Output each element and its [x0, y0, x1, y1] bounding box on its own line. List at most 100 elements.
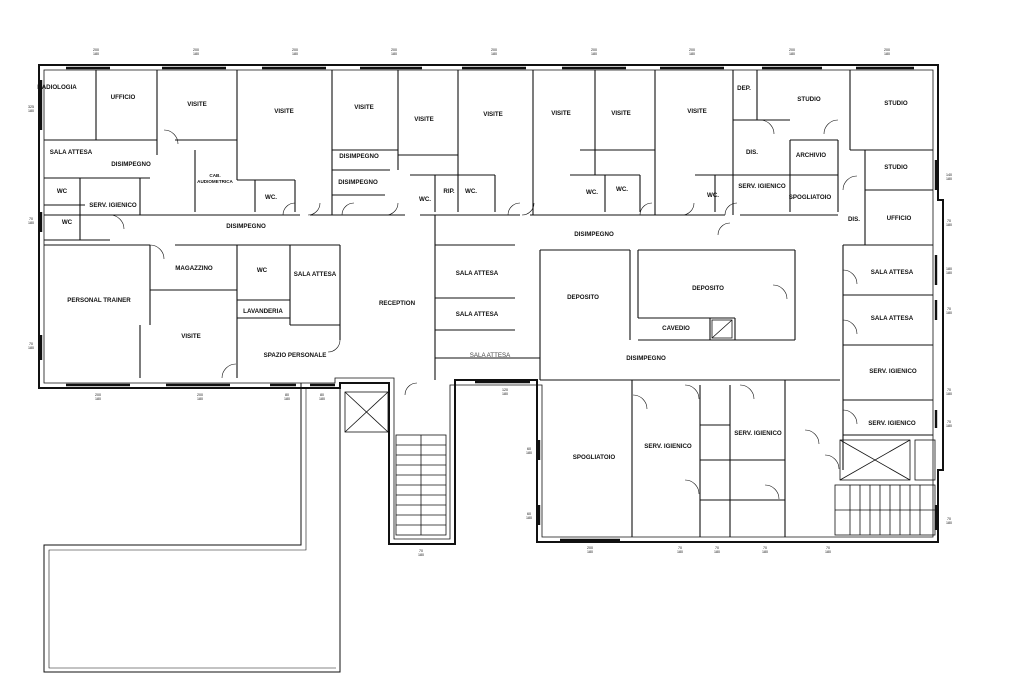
dim-tag: 180: [418, 553, 424, 557]
label-personal-trainer: PERSONAL TRAINER: [67, 297, 131, 304]
dim-tag: 70: [947, 420, 951, 424]
label-wc-9: WC: [257, 267, 268, 274]
label-radiologia: RADIOLOGIA: [37, 84, 77, 91]
dim-tag: 180: [946, 177, 952, 181]
label-sala-attesa-4: SALA ATTESA: [871, 269, 914, 276]
dim-tag: 60: [527, 447, 531, 451]
dim-tags-side: 325 180 70 180 70 180 140 180 70 180 180…: [28, 105, 952, 525]
dim-tag: 180: [789, 52, 795, 56]
dim-tag: 180: [677, 550, 683, 554]
label-serv-igienico-4: SERV. IGIENICO: [868, 420, 916, 427]
partitions-top: [44, 70, 933, 246]
label-disimpegno-1: DISIMPEGNO: [111, 161, 151, 168]
dim-tag: 200: [689, 48, 695, 52]
dim-tag: 200: [789, 48, 795, 52]
label-sala-attesa-2: SALA ATTESA: [294, 271, 337, 278]
label-serv-igienico-2: SERV. IGIENICO: [738, 183, 786, 190]
label-sala-attesa-5: SALA ATTESA: [456, 311, 499, 318]
dim-tag: 180: [292, 52, 298, 56]
dim-tag: 180: [193, 52, 199, 56]
label-rip: RIP.: [443, 188, 455, 195]
walls: [38, 64, 944, 673]
label-visite-9: VISITE: [181, 333, 201, 340]
label-visite-3: VISITE: [354, 104, 374, 111]
dim-tag: 180: [93, 52, 99, 56]
dim-tag: 180: [197, 397, 203, 401]
label-studio-1: STUDIO: [797, 96, 821, 103]
dim-tag: 180: [284, 397, 290, 401]
label-dis-2: DIS.: [848, 216, 860, 223]
label-deposito-1: DEPOSITO: [567, 294, 599, 301]
label-magazzino: MAGAZZINO: [175, 265, 213, 272]
label-wc-6: WC.: [586, 189, 598, 196]
label-cavedio: CAVEDIO: [662, 325, 690, 332]
dim-tag: 180: [946, 521, 952, 525]
dim-tag: 180: [491, 52, 497, 56]
dim-tag: 180: [762, 550, 768, 554]
label-spogliatoio-1: SPOGLIATOIO: [789, 194, 832, 201]
label-serv-igienico-3: SERV. IGIENICO: [869, 368, 917, 375]
label-reception: RECEPTION: [379, 300, 416, 307]
dim-tag: 200: [193, 48, 199, 52]
label-serv-igienico-5: SERV. IGIENICO: [644, 443, 692, 450]
label-cab-audiometrica: CAB.: [209, 173, 220, 178]
label-spazio-personale: SPAZIO PERSONALE: [264, 352, 327, 359]
dim-tag: 180: [591, 52, 597, 56]
dim-tag: 180: [502, 392, 508, 396]
label-serv-igienico-1: SERV. IGIENICO: [89, 202, 137, 209]
label-studio-3: STUDIO: [884, 164, 908, 171]
label-sala-attesa-6: SALA ATTESA: [871, 315, 914, 322]
dim-tag: 180: [319, 397, 325, 401]
label-disimpegno-4: DISIMPEGNO: [226, 223, 266, 230]
dim-tag: 200: [884, 48, 890, 52]
dim-tag: 200: [95, 393, 101, 397]
dim-tag: 70: [715, 546, 719, 550]
label-disimpegno-2: DISIMPEGNO: [339, 153, 379, 160]
annex-outline: [43, 383, 341, 673]
label-wc-5: WC.: [465, 188, 477, 195]
dim-tag: 70: [678, 546, 682, 550]
dim-tag: 140: [946, 173, 952, 177]
dim-tags-top: 200 180 200 180 200 180 200 180 200 180 …: [93, 48, 890, 56]
dim-tag: 200: [292, 48, 298, 52]
label-dep: DEP.: [737, 85, 751, 92]
cavedio-box: [711, 319, 733, 339]
label-wc-4: WC.: [419, 196, 431, 203]
label-spogliatoio-2: SPOGLIATOIO: [573, 454, 616, 461]
label-sala-attesa-3: SALA ATTESA: [456, 270, 499, 277]
dim-tag: 180: [28, 221, 34, 225]
label-dis-1: DIS.: [746, 149, 758, 156]
label-ufficio-2: UFFICIO: [887, 215, 912, 222]
dim-tag: 180: [946, 267, 952, 271]
dim-tag: 80: [285, 393, 289, 397]
annex-inner: [48, 388, 336, 669]
dim-tag: 70: [947, 388, 951, 392]
dim-tag: 180: [587, 550, 593, 554]
label-disimpegno-6: DISIMPEGNO: [626, 355, 666, 362]
dim-tag: 70: [763, 546, 767, 550]
label-studio-2: STUDIO: [884, 100, 908, 107]
label-sala-attesa-7: SALA ATTESA: [470, 352, 511, 359]
label-visite-2: VISITE: [274, 108, 294, 115]
dim-tag: 200: [93, 48, 99, 52]
dim-tag: 180: [884, 52, 890, 56]
label-visite-8: VISITE: [687, 108, 707, 115]
dim-tag: 180: [689, 52, 695, 56]
dim-tag: 70: [947, 307, 951, 311]
dim-tag: 70: [29, 217, 33, 221]
label-visite-1: VISITE: [187, 101, 207, 108]
window-dimension-tags: 200 180 200 180 200 180 200 180 200 180 …: [28, 48, 952, 557]
label-wc-8: WC.: [707, 192, 719, 199]
dim-tag: 180: [946, 392, 952, 396]
dim-tag: 60: [527, 512, 531, 516]
dim-tag: 180: [714, 550, 720, 554]
door-swings: [109, 119, 858, 500]
dim-tag: 200: [197, 393, 203, 397]
partitions-corridor: [44, 214, 933, 537]
dim-tag: 80: [320, 393, 324, 397]
dim-tag: 325: [28, 105, 34, 109]
dim-tags-bottom: 200 180 200 180 80 180 80 180 120 180 70…: [95, 388, 831, 557]
label-deposito-2: DEPOSITO: [692, 285, 724, 292]
dim-tag: 180: [526, 451, 532, 455]
label-wc-7: WC.: [616, 186, 628, 193]
